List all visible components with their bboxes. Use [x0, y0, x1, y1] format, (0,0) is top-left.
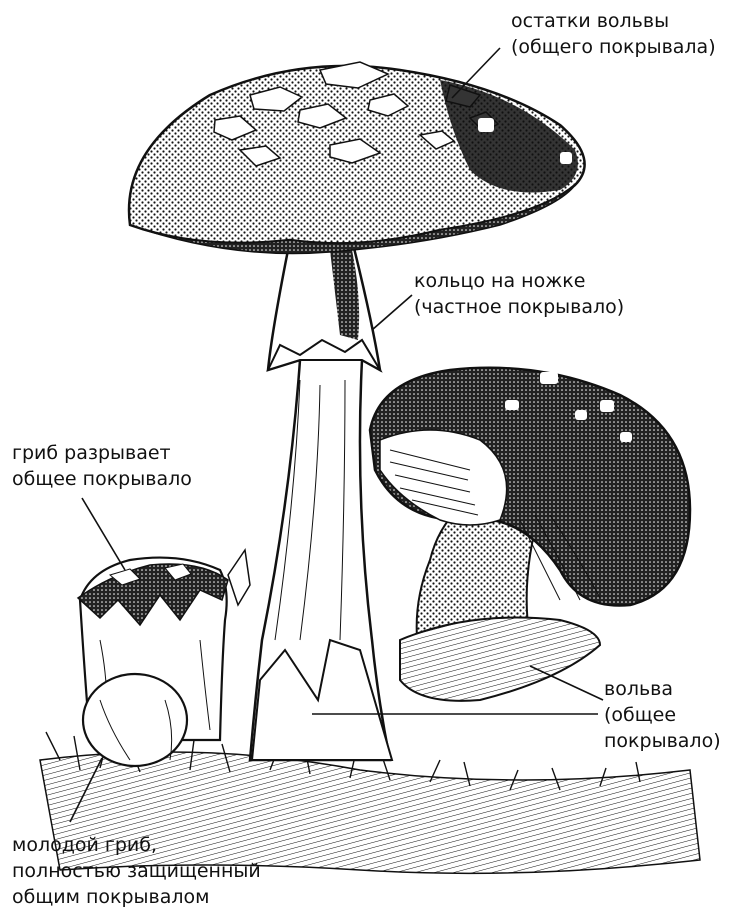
label-breaking: гриб разрывает общее покрывало	[12, 440, 192, 492]
label-volva-remnants-line1: остатки вольвы	[511, 8, 716, 34]
label-ring-line1: кольцо на ножке	[414, 268, 624, 294]
label-volva-remnants-line2: (общего покрывала)	[511, 34, 716, 60]
leader-breaking	[82, 498, 125, 570]
label-volva-line3: покрывало)	[604, 728, 721, 754]
label-ring: кольцо на ножке (частное покрывало)	[414, 268, 624, 320]
label-young-line1: молодой гриб,	[12, 832, 261, 858]
label-volva: вольва (общее покрывало)	[604, 676, 721, 754]
label-ring-line2: (частное покрывало)	[414, 294, 624, 320]
large-mushroom-cap	[129, 62, 585, 253]
label-volva-line2: (общее	[604, 702, 721, 728]
label-young-line3: общим покрывалом	[12, 884, 261, 910]
label-volva-remnants: остатки вольвы (общего покрывала)	[511, 8, 716, 60]
label-breaking-line2: общее покрывало	[12, 466, 192, 492]
large-mushroom-stem	[250, 240, 392, 760]
small-mushroom	[370, 368, 690, 701]
leader-volva	[530, 666, 603, 700]
label-young: молодой гриб, полностью защищенный общим…	[12, 832, 261, 910]
label-breaking-line1: гриб разрывает	[12, 440, 192, 466]
label-young-line2: полностью защищенный	[12, 858, 261, 884]
label-volva-line1: вольва	[604, 676, 721, 702]
young-mushroom	[83, 674, 187, 766]
leader-ring	[372, 295, 412, 330]
